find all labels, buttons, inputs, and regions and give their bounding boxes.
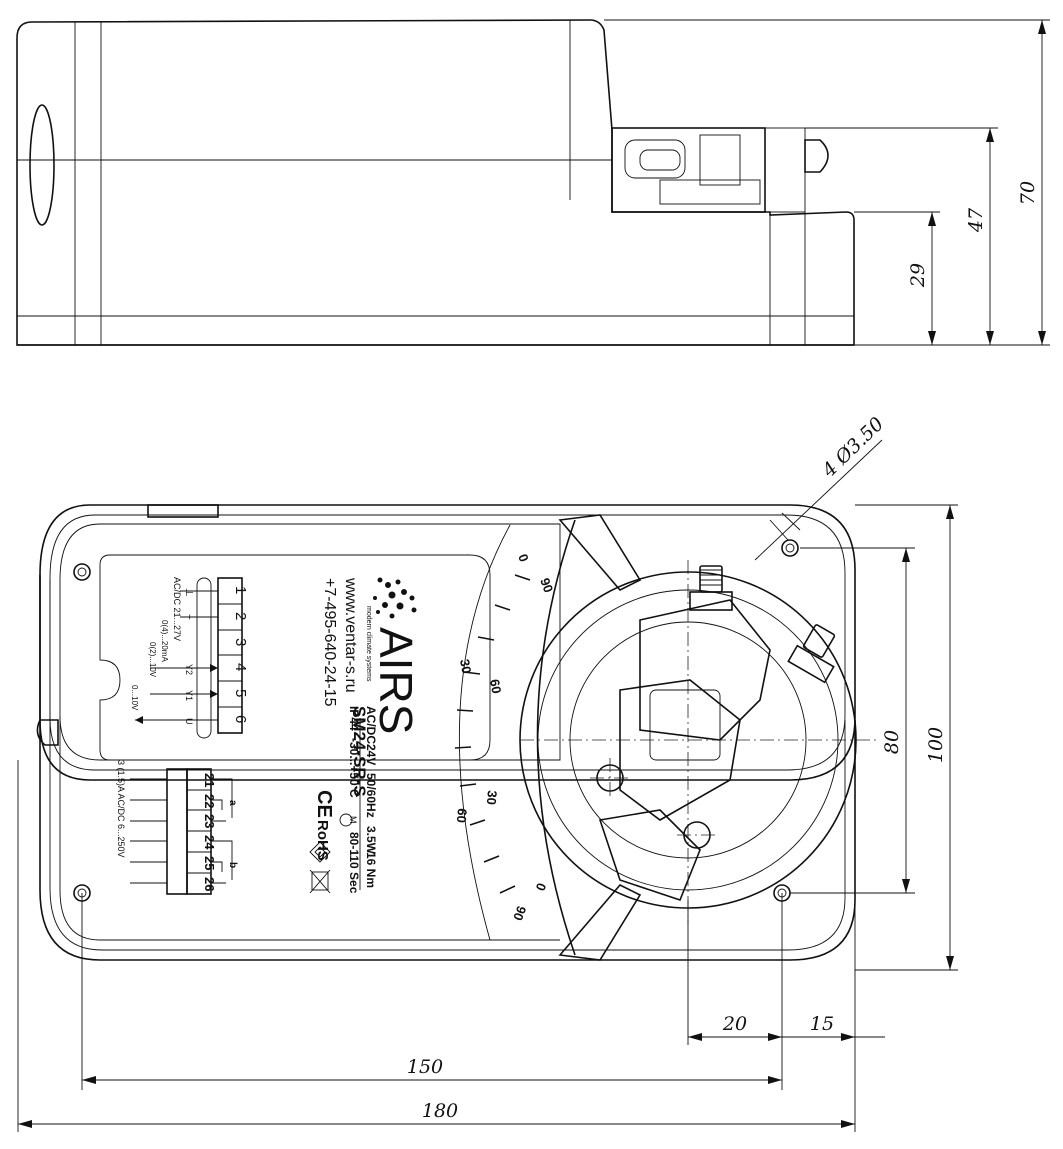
rohs-mark: RoHS: [314, 820, 331, 861]
terminal-1: 1: [232, 586, 249, 594]
model-name: SM24-SR-S: [350, 706, 369, 797]
dim-47: 47: [965, 207, 987, 233]
side-view: 70 47 29: [16, 19, 1050, 346]
double-insulation-icon: [309, 841, 331, 863]
hole-top-right: [781, 539, 799, 557]
u-label: U: [184, 718, 194, 725]
phone: +7-495-640-24-15: [321, 578, 338, 707]
spec-frequency: 50/60Hz: [364, 773, 378, 818]
dim-80: 80: [881, 730, 903, 754]
dim-180: 180: [422, 1100, 458, 1122]
dim-29: 29: [907, 263, 929, 288]
ground-symbol: ⊥: [183, 588, 194, 597]
dim-20: 20: [722, 1013, 747, 1035]
label-plate: [99, 554, 491, 761]
clamp-nut-2: [787, 644, 835, 684]
terminal-5: 5: [232, 689, 249, 697]
top-view: 0 90 30 60 30 60 0 90: [17, 413, 958, 1132]
voltage-note-2: 0...10V: [130, 685, 139, 711]
body-lower-outline: [39, 575, 856, 961]
scale-mid-30: 30: [484, 790, 500, 806]
terminal-24: 24: [202, 835, 217, 850]
voltage-note-1: 0(2)...10V: [148, 642, 157, 678]
clamp-nut-1: [689, 591, 733, 611]
terminal-block-2: 21 22 23 24 25 26 a b 3 (1.5)A AC/DC 6..…: [116, 760, 238, 895]
stop-top: [558, 514, 642, 591]
housing-outline: [16, 19, 855, 346]
terminal-26: 26: [202, 877, 217, 891]
scale-mid-60: 60: [454, 808, 470, 824]
hole-top-left: [73, 563, 91, 581]
scale-bot-90: 90: [510, 904, 529, 923]
motor-icon: M: [348, 816, 358, 824]
spec-torque: 16 Nm: [364, 852, 378, 888]
switch-b-label: b: [227, 862, 238, 868]
side-dimensions: 70 47 29: [604, 19, 1050, 346]
spec-temp: -30...+50 C: [347, 738, 361, 798]
switch-a-label: a: [227, 800, 238, 806]
terminal-25: 25: [202, 856, 217, 870]
brand-subtitle: modern climate systems: [365, 606, 372, 682]
contact-rating: 3 (1.5)A AC/DC 6...250V: [116, 760, 126, 858]
hub-arc: [536, 519, 576, 956]
top-tab: [147, 504, 219, 518]
body-outline: [39, 504, 856, 781]
shaft-clamp: [611, 127, 829, 213]
dim-150: 150: [407, 1056, 443, 1078]
product-label: AIRS modern climate systems SM24-SR-S ww…: [309, 577, 422, 894]
website: www.ventar-s.ru: [342, 577, 359, 693]
plus-symbol: +: [183, 614, 194, 620]
spec-ip: IP44: [347, 706, 361, 731]
spec-voltage: AC/DC24V: [364, 706, 378, 765]
scale-top-0: 0: [515, 552, 532, 564]
dim-100: 100: [925, 727, 947, 763]
stop-bottom: [558, 884, 642, 961]
terminal-22: 22: [202, 794, 217, 808]
scale-top-90: 90: [537, 576, 556, 595]
dim-15: 15: [810, 1013, 834, 1035]
scale-left-30: 30: [457, 658, 474, 675]
hole-callout: 4 Ø3.50: [817, 413, 888, 482]
scale-left-60: 60: [487, 678, 504, 695]
brand-logo-text: AIRS: [370, 627, 422, 734]
spec-power: 3.5W: [364, 826, 378, 855]
clamp-bolt-2: [802, 624, 836, 658]
scale-ticks: [454, 574, 531, 894]
terminal-23: 23: [202, 814, 217, 828]
terminal-6: 6: [232, 715, 249, 723]
dim-70: 70: [1017, 181, 1039, 205]
y2-label: Y2: [184, 664, 194, 675]
terminal-2: 2: [232, 612, 249, 620]
scale-bot-0: 0: [533, 881, 550, 893]
supply-note: AC/DC 21...27V: [172, 577, 182, 641]
terminal-block-1: 1 2 3 4 5 6 AC/DC 21...27V ⊥ + 0(4)...20…: [130, 577, 249, 739]
scale-arc: [458, 524, 511, 941]
y1-label: Y1: [184, 690, 194, 701]
airs-logo-dots: [373, 577, 417, 619]
terminal-21: 21: [202, 773, 217, 787]
weee-icon: [309, 869, 331, 894]
current-note: 0(4)...20mA: [160, 620, 169, 662]
cable-gland: [29, 104, 55, 226]
terminal-4: 4: [232, 663, 249, 671]
spec-runtime: 80-110 Sec: [347, 832, 361, 894]
ce-mark: CE: [313, 790, 335, 818]
terminal-3: 3: [232, 638, 249, 646]
